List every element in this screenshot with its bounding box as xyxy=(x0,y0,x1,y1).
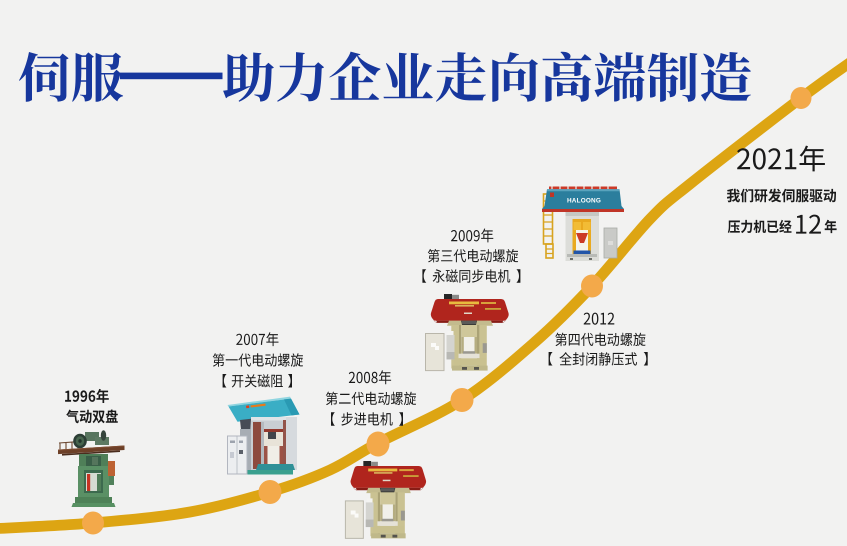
svg-text:HALOONG: HALOONG xyxy=(567,198,601,205)
